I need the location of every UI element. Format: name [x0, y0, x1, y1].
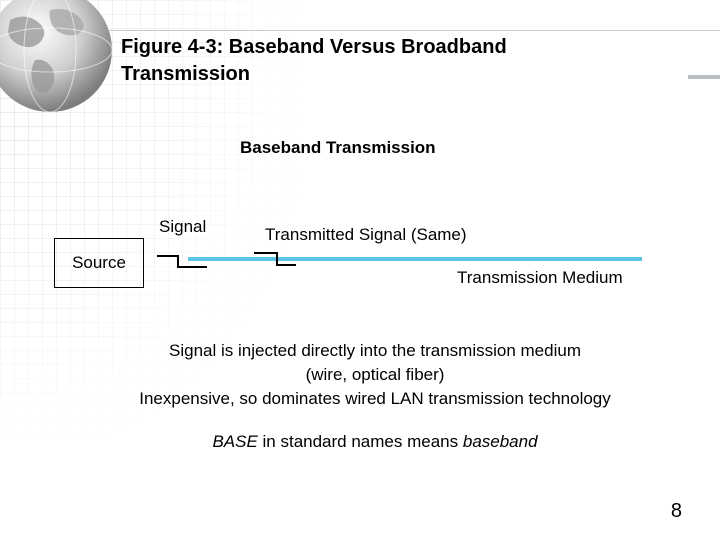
title-rule — [108, 30, 720, 99]
footnote-meaning: baseband — [462, 432, 538, 451]
slide-title: Figure 4-3: Baseband Versus Broadband Tr… — [121, 34, 641, 88]
transmitted-signal-label: Transmitted Signal (Same) — [265, 225, 467, 244]
footnote: BASE in standard names means baseband — [80, 432, 670, 452]
signal-label: Signal — [159, 217, 207, 236]
section-heading: Baseband Transmission — [240, 138, 436, 157]
footnote-term: BASE — [212, 432, 258, 451]
source-label: Source — [72, 253, 126, 272]
source-box: Source — [54, 238, 144, 288]
body-line-1: Signal is injected directly into the tra… — [169, 341, 581, 360]
body-line-2: (wire, optical fiber) — [305, 365, 445, 384]
footnote-middle: in standard names means — [257, 432, 463, 451]
title-line-1: Figure 4-3: Baseband Versus Broadband — [121, 36, 507, 58]
title-line-2: Transmission — [121, 63, 250, 85]
transmitted-signal-waveform — [254, 252, 296, 266]
source-signal-waveform — [157, 255, 207, 268]
body-line-3: Inexpensive, so dominates wired LAN tran… — [139, 389, 611, 408]
transmission-medium-label: Transmission Medium — [457, 268, 623, 287]
globe-logo — [0, 0, 113, 113]
page-number: 8 — [670, 500, 682, 522]
